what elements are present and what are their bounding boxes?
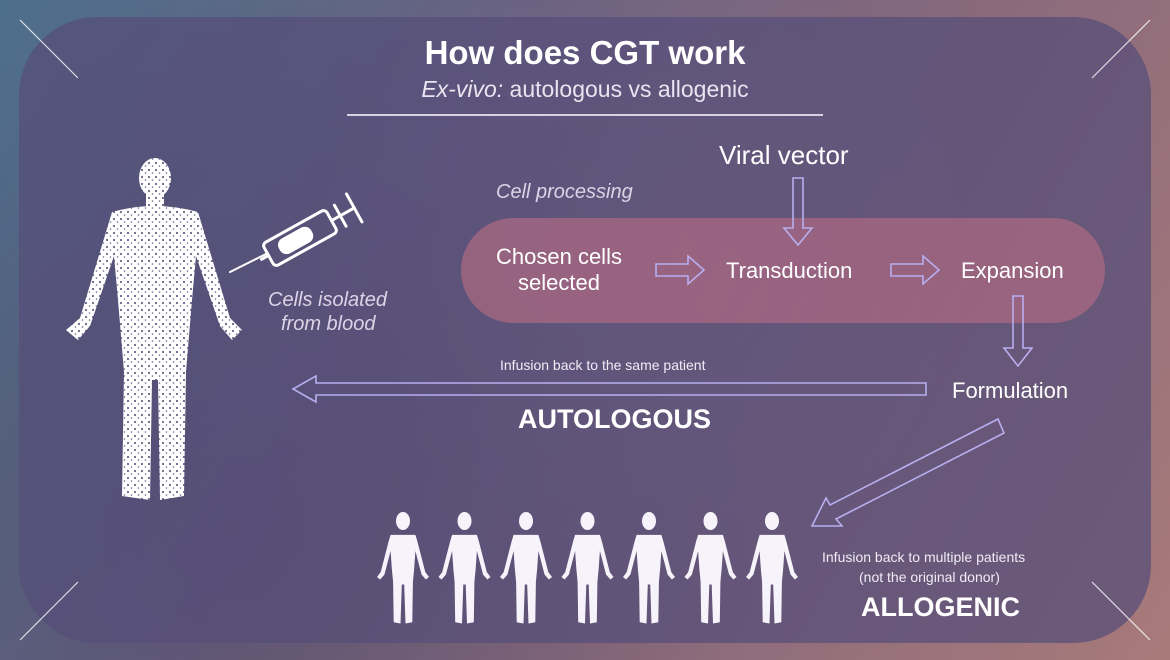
viral-vector-label: Viral vector [719,140,849,170]
cells-isolated-label-line2: from blood [281,313,376,335]
arrow-viral-to-transduction [782,177,814,247]
page-subtitle: Ex-vivo: autologous vs allogenic [0,76,1170,103]
patient-figure-icon [438,512,491,624]
autologous-note: Infusion back to the same patient [500,357,706,373]
arrow-allogenic-distribution [810,417,1006,527]
corner-line-bottom-right [1091,581,1151,641]
allogenic-note-line1: Infusion back to multiple patients [822,549,1026,565]
patient-figure-icon [500,512,552,624]
corner-line-bottom-left [19,581,79,641]
patient-figure-icon [377,512,429,624]
arrow-transduction-to-expansion [890,254,941,286]
corner-line-top-right [1091,19,1151,79]
step-transduction: Transduction [726,258,853,283]
arrow-expansion-to-formulation [1002,295,1034,368]
autologous-label: AUTOLOGOUS [518,404,712,434]
page-title: How does CGT work [424,34,746,71]
arrow-chosen-to-transduction [655,254,706,286]
patient-figure-icon [561,512,614,624]
cell-processing-band [461,218,1105,323]
patient-figure-icon [746,512,798,624]
title-divider [347,114,823,116]
syringe-icon [229,192,364,273]
cells-isolated-label-line1: Cells isolated [268,289,387,311]
subtitle-emphasis: Ex-vivo: [421,76,504,102]
patient-figure-icon [684,512,737,624]
step-chosen-cells-line2: selected [518,270,600,295]
step-expansion: Expansion [961,258,1064,283]
step-chosen-cells-line1: Chosen cells [496,244,622,269]
allogenic-label: ALLOGENIC [861,592,1020,622]
allogenic-note-line2: (not the original donor) [859,569,1000,585]
arrow-autologous-return [291,374,927,404]
step-formulation: Formulation [952,378,1069,403]
patient-figure-icon [623,512,675,624]
cell-processing-label: Cell processing [496,181,633,203]
donor-body-icon [66,158,242,500]
subtitle-rest: autologous vs allogenic [503,76,749,102]
corner-line-top-left [19,19,79,79]
